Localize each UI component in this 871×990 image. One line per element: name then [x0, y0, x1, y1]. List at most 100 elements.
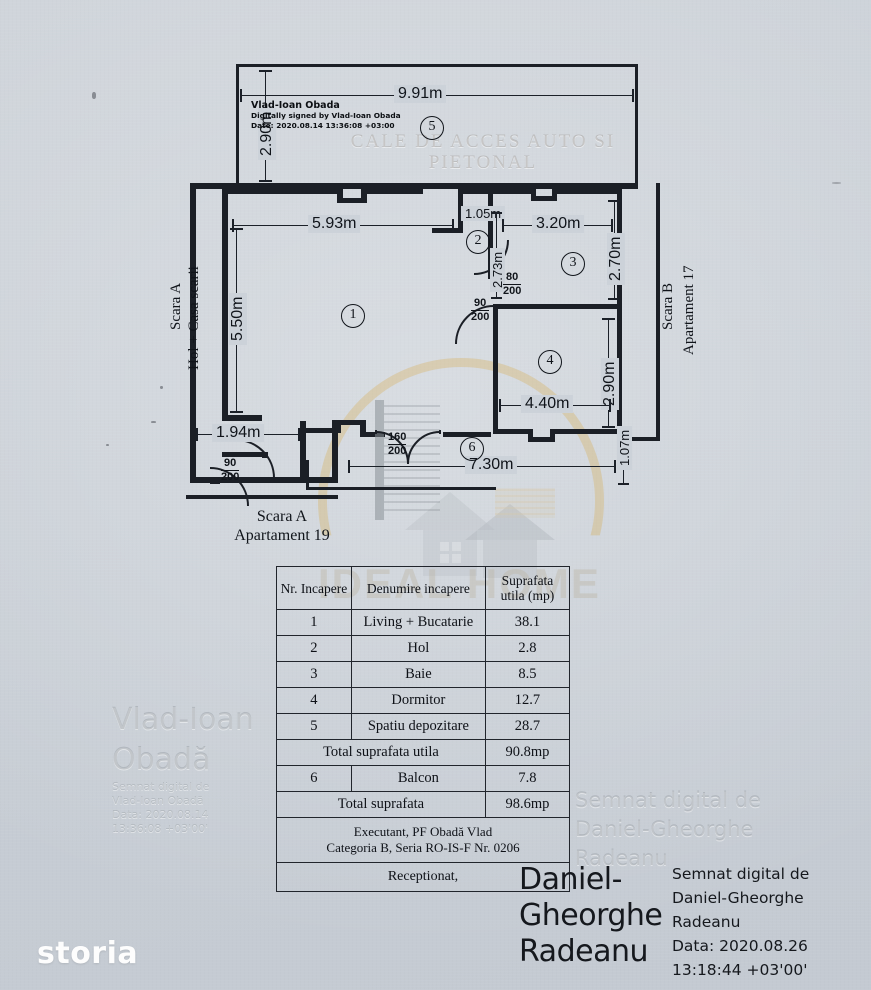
dim-tick-bot-1-07: [618, 483, 629, 485]
door-90-bed-width: 90: [471, 298, 490, 311]
wall-living-top-4: [361, 189, 367, 203]
wall-bath-top: [493, 189, 536, 194]
total-label: Total suprafata: [276, 791, 486, 818]
ideal-home-house-watermark: [345, 470, 605, 580]
room-marker-6: 6: [460, 437, 484, 461]
wall-living-entry-bottom: [222, 452, 266, 457]
ghost-dan-line-2: Daniel-Gheorghe: [575, 817, 754, 841]
dim-tick-left-9-91: [240, 89, 242, 102]
row-3-nr: 3: [276, 661, 352, 688]
row-1-nr: 1: [276, 609, 352, 636]
door-160-width: 160: [388, 431, 407, 445]
door-label-80-200: 80 200: [503, 272, 522, 297]
ghost-vlad-line-1: Vlad-Ioan: [112, 702, 254, 737]
ghost-vlad-small-4: 13:36:08 +03'00': [112, 822, 209, 835]
wall-living-bottom-left: [222, 415, 262, 421]
dim-tick-right-7-30: [614, 460, 616, 473]
row-1-name: Living + Bucatarie: [350, 609, 486, 636]
wall-stair-a-right: [332, 420, 338, 483]
signature-detail-line-4: Data: 2020.08.26: [672, 937, 808, 955]
door-label-160-200: 160 200: [388, 431, 407, 457]
dim-tick-right-4-40: [609, 399, 611, 412]
stamp-signed-by: Digitally signed by Vlad-Ioan Obada: [251, 111, 401, 120]
wall-hall-right: [488, 189, 493, 279]
ghost-signature-vlad: Vlad-Ioan Obadă Semnat digital de Vlad-I…: [112, 700, 254, 836]
wall-bedroom-right: [617, 309, 622, 434]
stamp-date: Date: 2020.08.14 13:36:08 +03:00: [251, 120, 395, 130]
row-5-name: Spatiu depozitare: [350, 713, 486, 740]
room-marker-5: 5: [420, 116, 444, 140]
dim-label-1-07m: 1.07m: [617, 425, 632, 470]
row-1-area: 38.1: [484, 609, 571, 636]
table-body: 1 Living + Bucatarie 38.1 2 Hol 2.8 3 Ba…: [276, 609, 571, 892]
wall-bath-top-notch-l: [531, 189, 536, 201]
wall-bedroom-bottom-notch-r: [550, 429, 555, 442]
dim-tick-left-5-93: [232, 219, 234, 232]
wall-hall-bottom: [432, 228, 463, 233]
dim-tick-bot-2-90-bed: [602, 426, 615, 428]
wall-bedroom-bottom-a: [493, 429, 531, 434]
dim-label-3-20m: 3.20m: [532, 215, 585, 233]
total-usable-label: Total suprafata utila: [276, 739, 486, 766]
signature-detail-line-1: Semnat digital de: [672, 865, 810, 883]
table-row-total: Total suprafata 98.6mp: [276, 791, 571, 818]
row-5-nr: 5: [276, 713, 352, 740]
room-marker-4: 4: [538, 350, 562, 374]
table-row: 6 Balcon 7.8: [276, 765, 571, 792]
wall-bath-top-2: [552, 189, 622, 194]
total-value: 98.6mp: [484, 791, 571, 818]
dim-label-7-30m: 7.30m: [465, 456, 518, 474]
wall-living-top-2: [337, 189, 343, 203]
wall-right-bottom: [617, 437, 660, 441]
wall-living-bottom-notch-a: [335, 420, 341, 433]
table-row-executant: Executant, PF Obadă Vlad Categoria B, Se…: [276, 817, 570, 863]
areas-table: Nr. Incapere Denumire incapere Suprafata…: [276, 566, 571, 892]
receptionat-cell: Receptionat,: [276, 862, 570, 892]
stamp-name: Vlad-Ioan Obada: [251, 100, 340, 111]
door-90-stair-height: 200: [221, 471, 240, 483]
row-4-area: 12.7: [484, 687, 571, 714]
dim-label-4-40m: 4.40m: [521, 395, 574, 413]
dim-tick-right-3-20: [611, 219, 613, 232]
dim-tick-right-9-91: [632, 89, 634, 102]
wall-living-bottom-b: [335, 420, 365, 425]
dim-tick-left-4-40: [499, 399, 501, 412]
signature-detail-block: Semnat digital de Daniel-Gheorghe Radean…: [672, 862, 809, 982]
wall-stair-a-bottom: [186, 495, 338, 499]
dim-label-1-94m: 1.94m: [212, 424, 265, 442]
dim-tick-top-2-70: [608, 200, 621, 202]
dim-tick-top-5-50: [230, 228, 243, 230]
table-row: 2 Hol 2.8: [276, 635, 571, 662]
table-row-receptionat: Receptionat,: [276, 862, 570, 892]
wall-bath-top-notch-r: [552, 189, 557, 201]
wall-living-bottom-c: [360, 420, 366, 437]
dim-label-9-91m: 9.91m: [394, 85, 447, 103]
wall-entry-step: [262, 452, 268, 458]
wall-right-outer: [656, 183, 660, 440]
table-row: 1 Living + Bucatarie 38.1: [276, 609, 571, 636]
room-marker-2: 2: [466, 230, 490, 254]
row-3-name: Baie: [350, 661, 486, 688]
wall-balcony-left: [306, 460, 309, 490]
label-apartament-17: Apartament 17: [681, 265, 697, 355]
label-scara-b-right: Scara B: [660, 282, 676, 330]
dim-tick-left-3-20: [502, 219, 504, 232]
dim-tick-left-7-30: [348, 460, 350, 473]
wall-bath-top-notch-b: [531, 196, 557, 201]
table-header-row: Nr. Incapere Denumire incapere Suprafata…: [276, 566, 571, 610]
room-marker-3: 3: [561, 252, 585, 276]
wall-bedroom-bottom-notch-l: [528, 429, 533, 442]
ghost-dan-line-1: Semnat digital de: [575, 788, 761, 812]
wall-bedroom-left: [493, 304, 498, 432]
wall-main-left: [190, 183, 196, 483]
dim-tick-bot-2-73: [491, 297, 502, 299]
wall-balcony-bottom: [306, 487, 496, 490]
door-90-bed-height: 200: [471, 311, 490, 323]
table-row-total-usable: Total suprafata utila 90.8mp: [276, 739, 571, 766]
signature-big-line-3: Radeanu: [519, 934, 648, 969]
dim-label-5-93m: 5.93m: [308, 215, 361, 233]
dim-label-5-50m: 5.50m: [229, 292, 247, 345]
table-row: 3 Baie 8.5: [276, 661, 571, 688]
ghost-vlad-small-1: Semnat digital de: [112, 780, 210, 793]
